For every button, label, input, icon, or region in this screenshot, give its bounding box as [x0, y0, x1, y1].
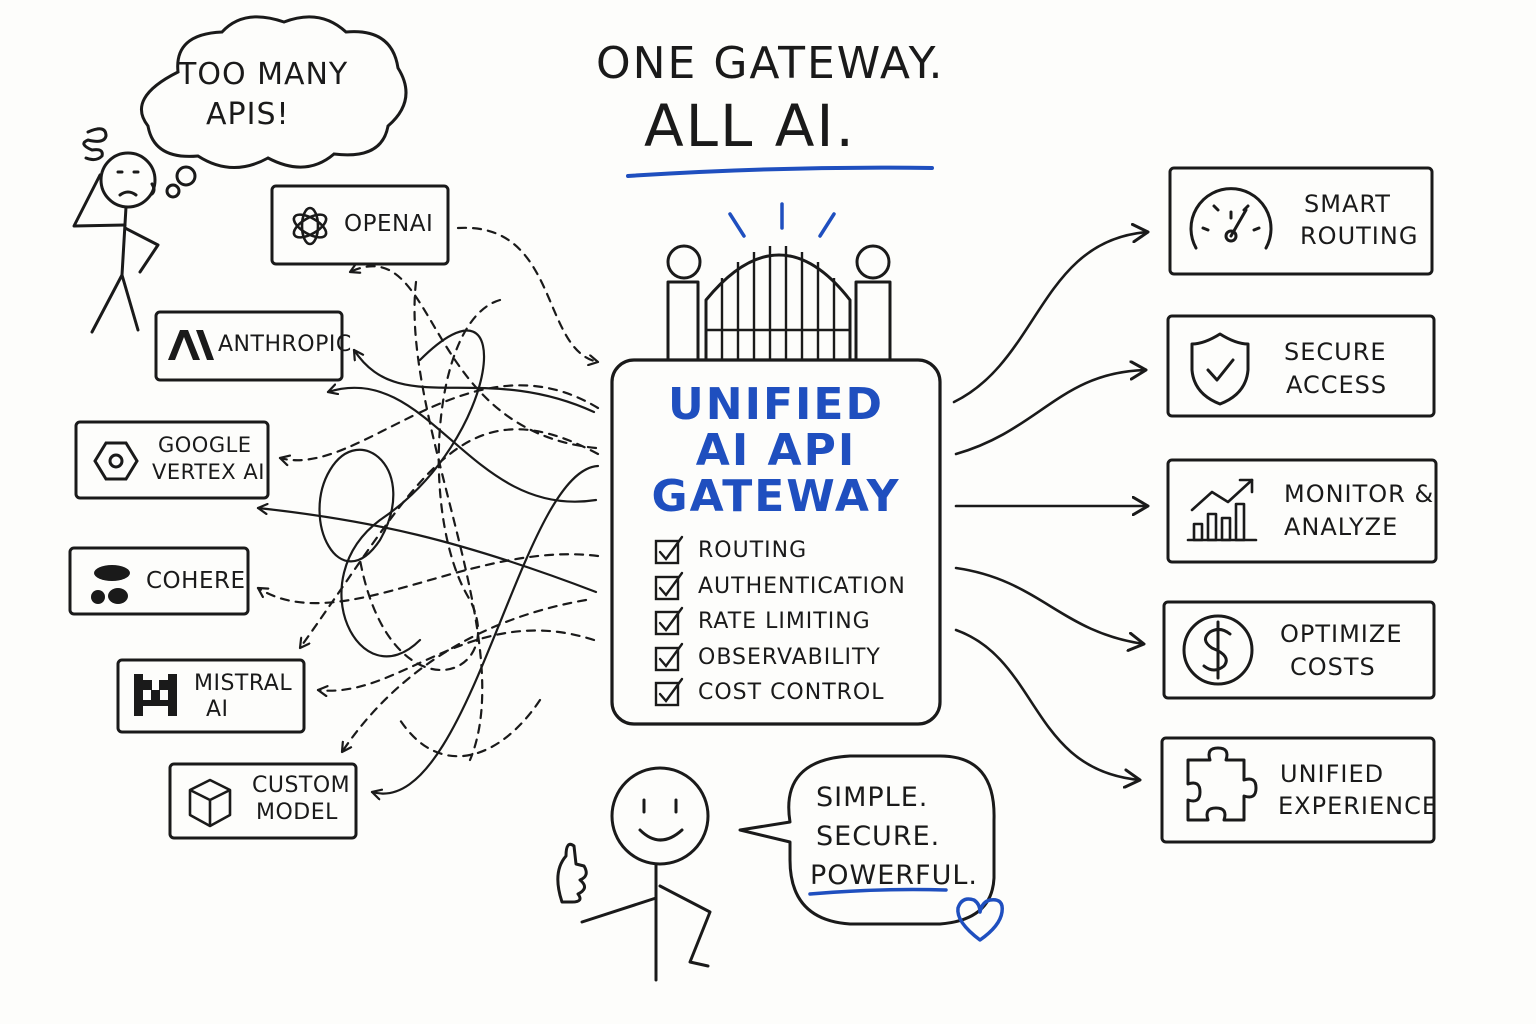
provider-label-custom-line2: MODEL [256, 800, 338, 825]
confused-stick-figure [72, 127, 160, 334]
gateway-feature-rate-limiting: RATE LIMITING [698, 609, 871, 634]
powerful-underline [808, 887, 948, 896]
cohere-logo-icon [91, 565, 130, 604]
benefit-box-monitor [1166, 458, 1438, 564]
benefit-label-smart-routing-2: ROUTING [1300, 222, 1419, 250]
check-icon [654, 677, 684, 707]
shield-check-icon [1190, 332, 1250, 406]
hexagon-icon [93, 441, 139, 481]
cube-icon [188, 778, 232, 828]
benefit-label-monitor-2: ANALYZE [1284, 513, 1399, 541]
gateway-feature-authentication: AUTHENTICATION [698, 574, 906, 599]
speech-bubble [738, 754, 996, 926]
gateway-title-line3: GATEWAY [651, 471, 901, 522]
benefit-arrows [952, 232, 1148, 780]
benefit-label-unified-2: EXPERIENCE [1278, 792, 1439, 820]
speedometer-icon [1189, 187, 1273, 250]
provider-label-google-line1: GOOGLE [158, 433, 252, 457]
chart-trend-icon [1186, 478, 1258, 542]
gateway-feature-routing: ROUTING [698, 538, 808, 563]
gateway-feature-cost-control: COST CONTROL [698, 680, 885, 705]
thought-bubble-line2: APIS! [206, 97, 290, 132]
gateway-feature-observability: OBSERVABILITY [698, 645, 881, 670]
check-icon [654, 606, 684, 636]
heart-icon [956, 897, 1004, 942]
page-title-line2: ALL AI. [644, 92, 856, 160]
provider-label-cohere: COHERE [146, 568, 246, 594]
benefit-box-optimize [1162, 600, 1436, 700]
provider-label-mistral-line1: MISTRAL [194, 671, 293, 696]
provider-box-mistral[interactable] [116, 658, 306, 734]
tangled-connections [256, 226, 600, 794]
gateway-gate [666, 244, 892, 362]
thought-bubble-line1: TOO MANY [178, 57, 349, 92]
provider-label-google-line2: VERTEX AI [152, 460, 265, 484]
benefit-box-smart-routing [1168, 166, 1434, 276]
benefit-label-smart-routing-1: SMART [1304, 190, 1391, 218]
title-underline [626, 165, 934, 178]
page-title-line1: ONE GATEWAY. [596, 38, 945, 89]
openai-logo-icon [292, 206, 328, 246]
speech-line-powerful: POWERFUL. [810, 860, 978, 891]
provider-box-openai[interactable] [270, 184, 450, 266]
benefit-label-unified-1: UNIFIED [1280, 760, 1385, 788]
gateway-title-line1: UNIFIED [668, 379, 884, 430]
benefit-label-secure-access-2: ACCESS [1286, 371, 1388, 399]
provider-label-custom-line1: CUSTOM [252, 773, 351, 798]
anthropic-logo-icon [168, 330, 214, 360]
provider-label-anthropic: ANTHROPIC [218, 332, 352, 357]
benefit-label-secure-access-1: SECURE [1284, 338, 1387, 366]
feature-checkboxes [654, 535, 684, 707]
gateway-shine-marks [728, 202, 836, 238]
happy-stick-figure [556, 766, 712, 982]
benefit-box-unified [1160, 736, 1436, 844]
check-icon [654, 571, 684, 601]
gateway-title-line2: AI API [695, 425, 857, 476]
benefit-label-optimize-1: OPTIMIZE [1280, 620, 1403, 648]
speech-line-secure: SECURE. [816, 821, 941, 852]
puzzle-icon [1186, 746, 1258, 822]
check-icon [654, 642, 684, 672]
mistral-logo-icon [134, 674, 177, 716]
speech-line-simple: SIMPLE. [816, 782, 929, 813]
gateway-box [610, 358, 942, 726]
benefit-box-secure-access [1166, 314, 1436, 418]
provider-label-mistral-line2: AI [206, 697, 229, 722]
provider-box-anthropic[interactable] [154, 310, 344, 382]
thought-bubble [139, 15, 408, 199]
check-icon [654, 535, 684, 565]
benefit-label-optimize-2: COSTS [1290, 653, 1376, 681]
benefit-label-monitor-1: MONITOR & [1284, 480, 1435, 508]
provider-label-openai: OPENAI [344, 211, 434, 237]
confusion-squiggle [82, 127, 108, 162]
dollar-icon [1182, 614, 1254, 686]
